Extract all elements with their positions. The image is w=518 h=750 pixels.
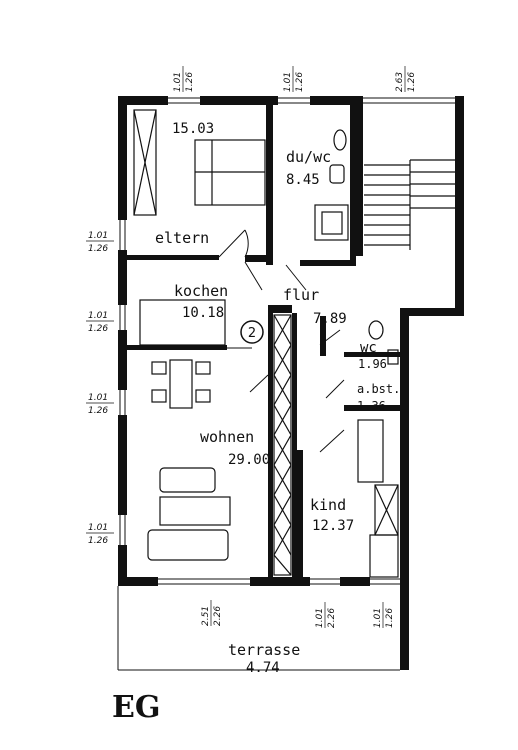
wohnen-area: 29.00 xyxy=(228,452,270,468)
duwc-area: 8.45 xyxy=(286,172,320,188)
armchair-icon xyxy=(159,467,216,493)
kochen-area: 10.18 xyxy=(182,305,224,321)
duwc-name: du/wc xyxy=(286,148,331,166)
wardrobe-icon xyxy=(133,109,157,216)
bed-icon xyxy=(369,534,399,578)
chair-icon xyxy=(151,361,167,375)
dim-bottom-3-b: 1.26 xyxy=(385,608,395,628)
shower-icon xyxy=(314,204,349,241)
terrasse-area: 4.74 xyxy=(246,660,280,676)
wc-name: wc xyxy=(360,340,377,356)
dim-bottom-1-b: 2.26 xyxy=(213,606,223,626)
dim-top-1-a: 1.01 xyxy=(173,72,183,92)
kitchen-counter-icon xyxy=(139,299,226,346)
windows xyxy=(119,97,455,585)
toilet-icon xyxy=(368,320,384,340)
chair-icon xyxy=(195,361,211,375)
dim-top-3-b: 1.26 xyxy=(407,72,417,92)
coffee-table-icon xyxy=(159,496,231,526)
dim-top-3-a: 2.63 xyxy=(395,72,405,92)
apartment-number-circle xyxy=(240,320,264,344)
toilet-icon xyxy=(333,129,347,151)
dim-top-1-b: 1.26 xyxy=(185,72,195,92)
kind-name: kind xyxy=(310,496,346,514)
dim-bottom-3-a: 1.01 xyxy=(373,608,383,628)
wohnen-name: wohnen xyxy=(200,428,254,446)
desk-icon xyxy=(357,419,384,483)
dim-left-2-a: 1.01 xyxy=(88,311,108,321)
flur-name: flur xyxy=(283,286,319,304)
room-labels: 15.03 eltern du/wc 8.45 kochen 10.18 flu… xyxy=(155,121,400,676)
dim-left-4-a: 1.01 xyxy=(88,523,108,533)
interior-walls xyxy=(127,105,400,578)
dim-top-2-a: 1.01 xyxy=(283,72,293,92)
furniture xyxy=(117,109,455,671)
dim-left-1-b: 1.26 xyxy=(88,244,108,254)
kind-area: 12.37 xyxy=(312,518,354,534)
dim-top-2-b: 1.26 xyxy=(295,72,305,92)
dim-left-4-b: 1.26 xyxy=(88,536,108,546)
dim-bottom-2-a: 1.01 xyxy=(315,608,325,628)
stairs-icon xyxy=(364,159,455,250)
door-swings xyxy=(218,229,345,453)
chair-icon xyxy=(151,389,167,403)
sink-icon xyxy=(387,349,399,365)
wc-area: 1.96 xyxy=(358,357,387,371)
eltern-name: eltern xyxy=(155,229,209,247)
abst-name: a.bst. xyxy=(357,382,400,396)
window-dimensions: 1.01 1.26 1.01 1.26 2.63 1.26 1.01 1.26 … xyxy=(86,66,417,628)
kochen-name: kochen xyxy=(174,282,228,300)
dim-left-3-a: 1.01 xyxy=(88,393,108,403)
abst-area: 1.36 xyxy=(357,399,386,413)
apartment-number: 2 xyxy=(248,326,256,341)
built-in-cabinet-icon xyxy=(273,314,292,576)
dim-bottom-2-b: 2.26 xyxy=(327,608,337,628)
chair-icon xyxy=(195,389,211,403)
dim-bottom-1-a: 2.51 xyxy=(201,606,211,626)
terrasse-name: terrasse xyxy=(228,641,300,659)
dim-left-2-b: 1.26 xyxy=(88,324,108,334)
eltern-area: 15.03 xyxy=(172,121,214,137)
flur-area: 7.89 xyxy=(313,311,347,327)
outer-walls xyxy=(118,96,464,670)
dining-table-icon xyxy=(169,359,193,409)
dim-left-3-b: 1.26 xyxy=(88,406,108,416)
floor-label: EG xyxy=(112,690,161,725)
dim-left-1-a: 1.01 xyxy=(88,231,108,241)
sofa-icon xyxy=(147,529,229,561)
sink-icon xyxy=(329,164,345,184)
